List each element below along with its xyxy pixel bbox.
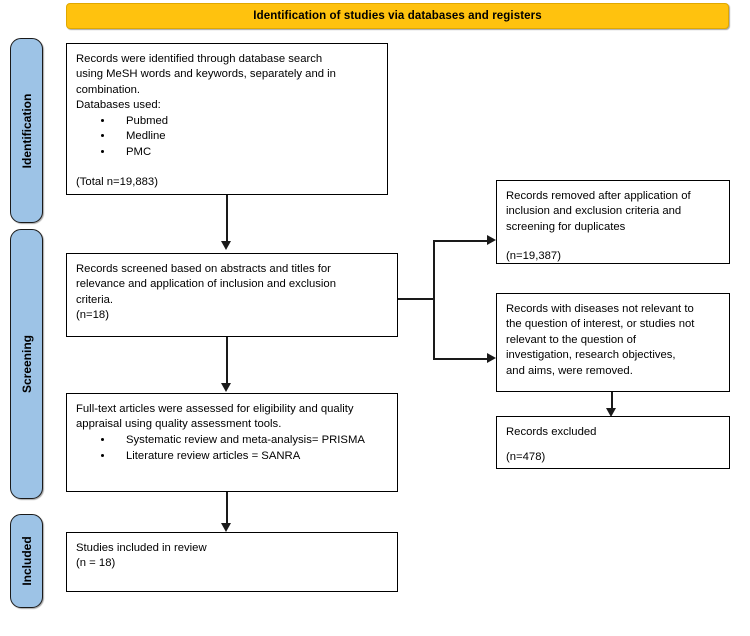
removed-relevance-line-2: the question of interest, or studies not bbox=[506, 318, 695, 331]
list-item: Literature review articles = SANRA bbox=[114, 449, 388, 465]
included-count: (n = 18) bbox=[76, 557, 116, 570]
removed-criteria-line-1: Records removed after application of bbox=[506, 190, 691, 202]
box-records-excluded: Records excluded (n=478) bbox=[496, 416, 730, 469]
stage-label-included: Included bbox=[19, 536, 34, 586]
connector-screened-stub bbox=[398, 298, 434, 300]
arrowhead-to-removed-criteria bbox=[487, 235, 496, 245]
removed-relevance-line-4: investigation, research objectives, bbox=[506, 349, 676, 362]
removed-relevance-line-5: and aims, were removed. bbox=[506, 364, 633, 377]
removed-relevance-line-3: relevant to the question of bbox=[506, 333, 637, 346]
databases-list: Pubmed Medline PMC bbox=[76, 114, 378, 161]
stage-bar-screening: Screening bbox=[10, 229, 43, 499]
connector-screened-to-fulltext bbox=[226, 337, 228, 385]
arrowhead-identified-to-screened bbox=[221, 241, 231, 250]
identified-line-2: using MeSH words and keywords, separatel… bbox=[76, 68, 336, 81]
identified-line-3: combination. bbox=[76, 83, 141, 96]
stage-label-screening: Screening bbox=[19, 334, 34, 394]
stage-bar-included: Included bbox=[10, 514, 43, 608]
connector-to-removed-relevance bbox=[433, 358, 489, 360]
box-fulltext-assessed: Full-text articles were assessed for eli… bbox=[66, 393, 398, 492]
list-item: Medline bbox=[114, 129, 378, 145]
identification-banner: Identification of studies via databases … bbox=[66, 3, 729, 29]
list-item: PMC bbox=[114, 145, 378, 161]
list-item: Systematic review and meta-analysis= PRI… bbox=[114, 433, 388, 449]
stage-label-identification: Identification bbox=[19, 93, 34, 168]
box-records-identified: Records were identified through database… bbox=[66, 43, 388, 195]
box-studies-included: Studies included in review (n = 18) bbox=[66, 532, 398, 592]
removed-criteria-line-3: screening for duplicates bbox=[506, 220, 626, 233]
excluded-line-1: Records excluded bbox=[506, 426, 597, 438]
screened-count: (n=18) bbox=[76, 309, 109, 322]
included-line-1: Studies included in review bbox=[76, 542, 207, 554]
identified-line-1: Records were identified through database… bbox=[76, 53, 323, 65]
connector-fulltext-to-included bbox=[226, 492, 228, 525]
banner-title: Identification of studies via databases … bbox=[253, 10, 542, 22]
box-records-removed-relevance: Records with diseases not relevant to th… bbox=[496, 293, 730, 392]
connector-screened-riser bbox=[433, 240, 435, 359]
removed-criteria-count: (n=19,387) bbox=[506, 250, 561, 263]
arrowhead-fulltext-to-included bbox=[221, 523, 231, 532]
connector-to-removed-criteria bbox=[433, 240, 489, 242]
excluded-count: (n=478) bbox=[506, 451, 546, 464]
connector-relevance-to-excluded bbox=[611, 392, 613, 410]
connector-identified-to-screened bbox=[226, 195, 228, 243]
screened-line-1: Records screened based on abstracts and … bbox=[76, 263, 331, 275]
arrowhead-to-removed-relevance bbox=[487, 353, 496, 363]
stage-bar-identification: Identification bbox=[10, 38, 43, 223]
screened-line-3: criteria. bbox=[76, 293, 114, 306]
arrowhead-relevance-to-excluded bbox=[606, 408, 616, 417]
removed-criteria-line-2: inclusion and exclusion criteria and bbox=[506, 205, 682, 218]
screened-line-2: relevance and application of inclusion a… bbox=[76, 278, 336, 291]
identified-total: (Total n=19,883) bbox=[76, 176, 158, 189]
identified-line-4: Databases used: bbox=[76, 99, 161, 112]
assessment-tools-list: Systematic review and meta-analysis= PRI… bbox=[76, 433, 388, 465]
box-records-removed-criteria: Records removed after application of inc… bbox=[496, 180, 730, 264]
list-item: Pubmed bbox=[114, 114, 378, 130]
box-records-screened: Records screened based on abstracts and … bbox=[66, 253, 398, 337]
fulltext-line-1: Full-text articles were assessed for eli… bbox=[76, 403, 354, 415]
fulltext-line-2: appraisal using quality assessment tools… bbox=[76, 418, 282, 431]
removed-relevance-line-1: Records with diseases not relevant to bbox=[506, 303, 694, 315]
arrowhead-screened-to-fulltext bbox=[221, 383, 231, 392]
